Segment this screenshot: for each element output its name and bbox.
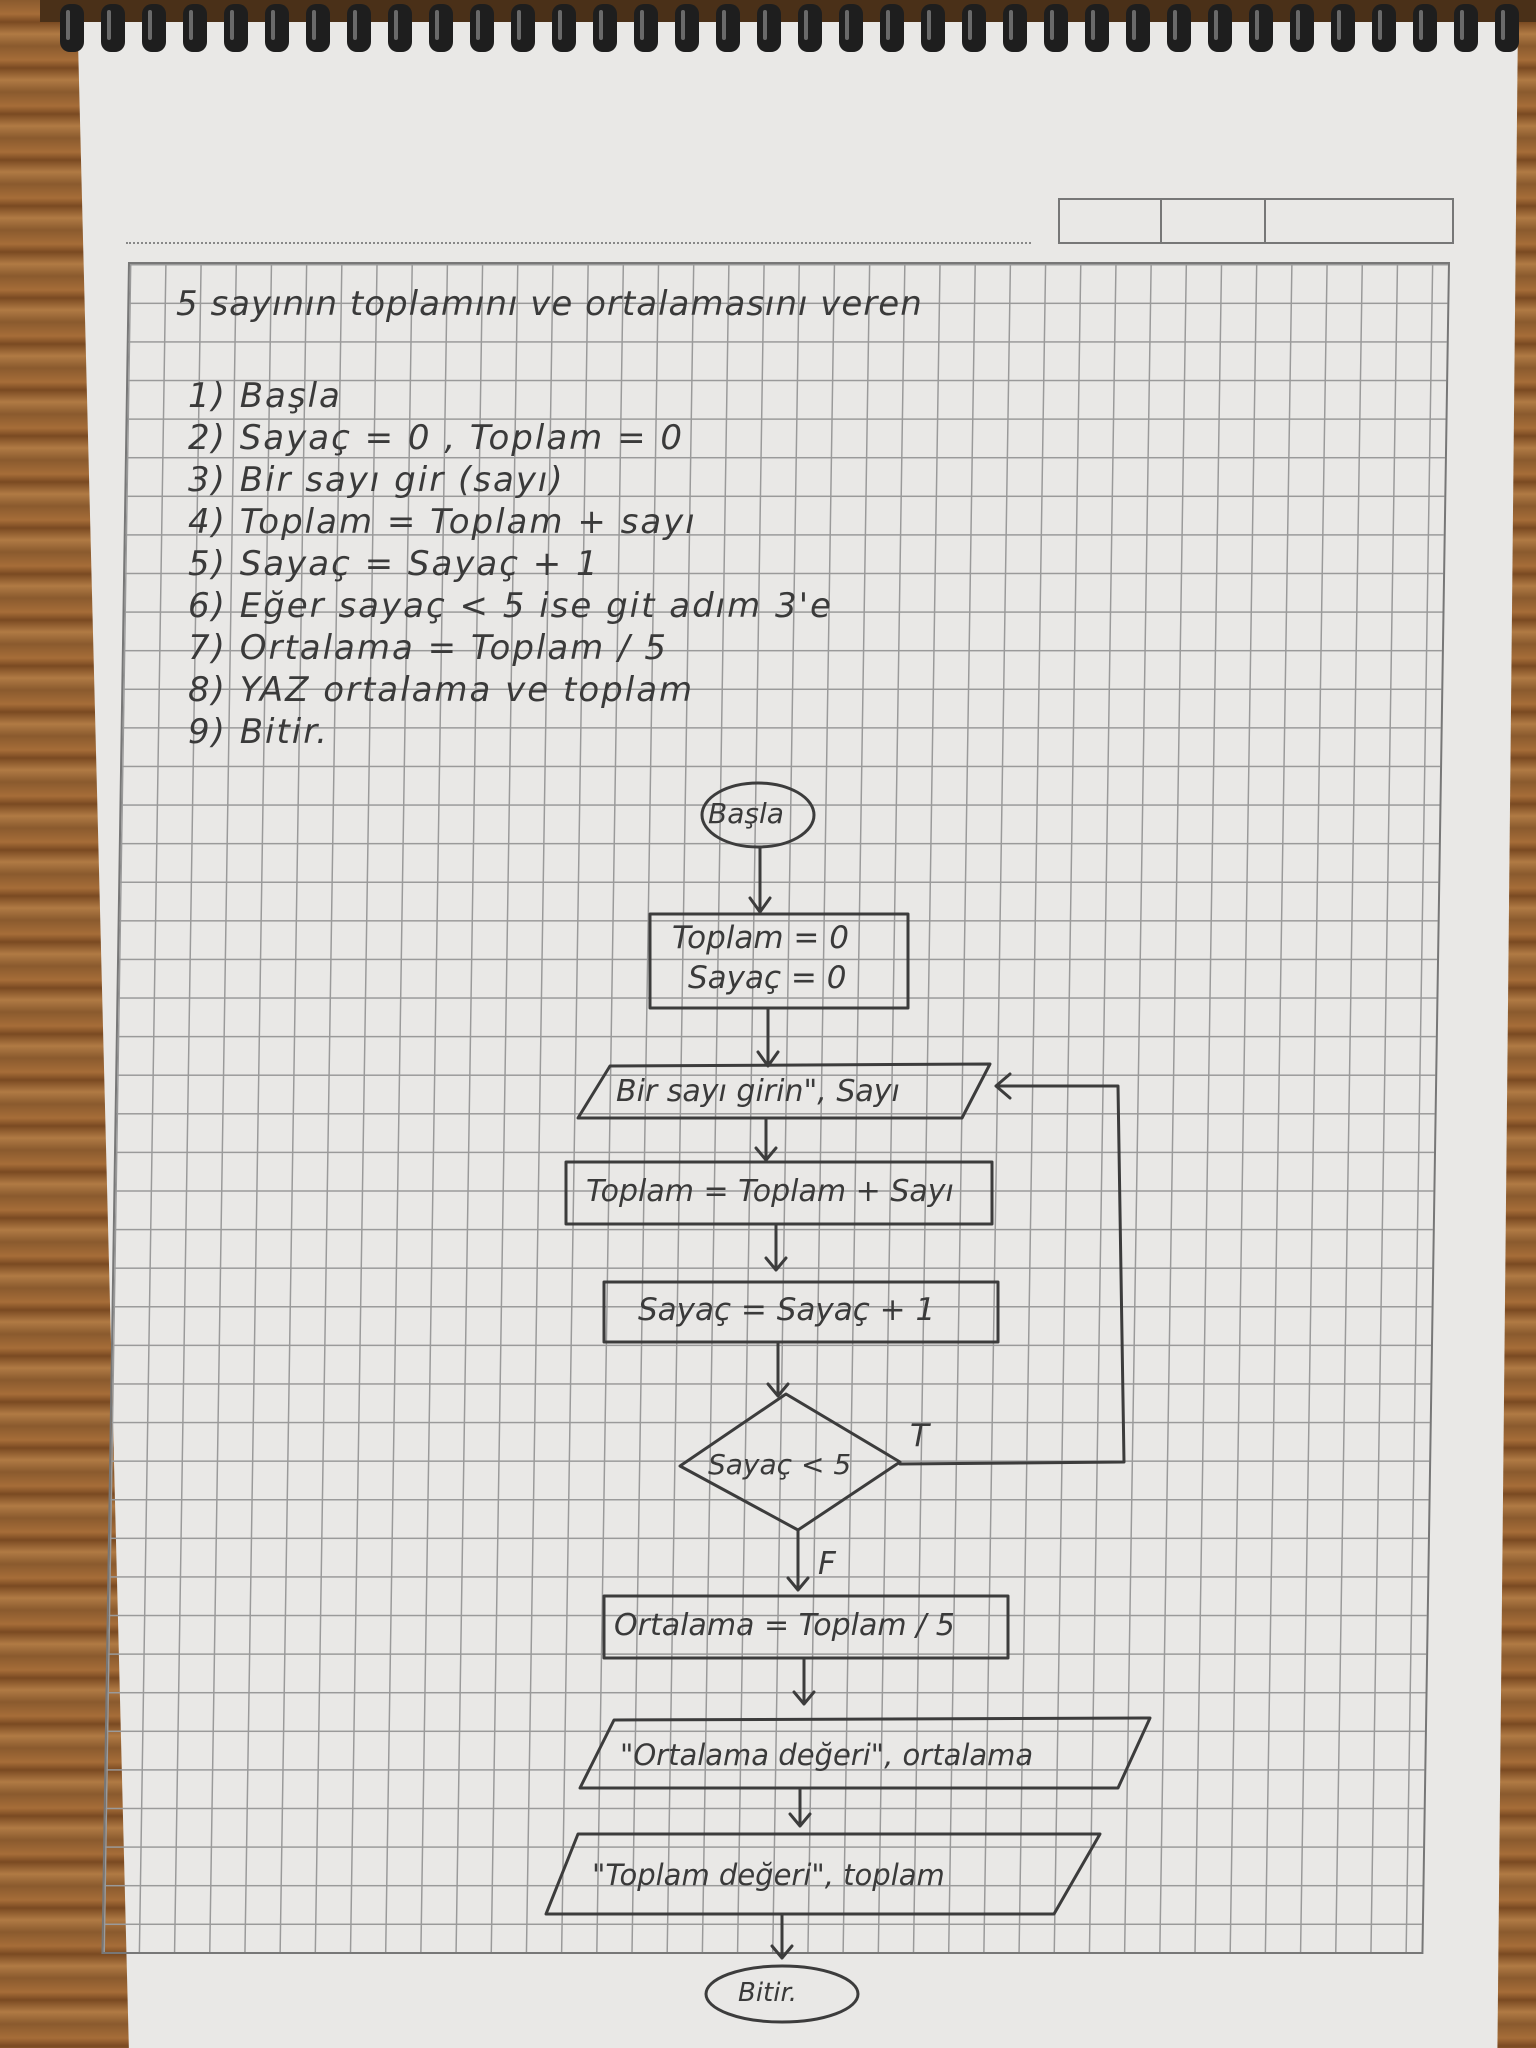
spiral-coil-highlight — [66, 10, 70, 40]
spiral-coil-highlight — [804, 10, 808, 40]
init-process-box — [648, 912, 910, 1010]
step-7: 7) Ortalama = Toplam / 5 — [188, 628, 669, 668]
step-9: 9) Bitir. — [188, 712, 329, 752]
decision-label: Sayaç < 5 — [708, 1448, 852, 1481]
start-terminal — [700, 781, 816, 849]
spiral-coil-highlight — [148, 10, 152, 40]
init-label-2: Sayaç = 0 — [688, 960, 847, 996]
spiral-coil-highlight — [517, 10, 521, 40]
spiral-coil-highlight — [599, 10, 603, 40]
spiral-coil-highlight — [640, 10, 644, 40]
header-box-3 — [1264, 198, 1454, 244]
page-title: 5 sayının toplamını ve ortalamasını vere… — [176, 284, 923, 324]
spiral-coil-highlight — [271, 10, 275, 40]
counter-process-box — [602, 1280, 1000, 1344]
counter-label: Sayaç = Sayaç + 1 — [638, 1292, 936, 1328]
loop-back-arrow — [898, 1072, 1126, 1466]
average-process-box — [602, 1594, 1010, 1660]
spiral-coil-highlight — [394, 10, 398, 40]
spiral-coil-highlight — [886, 10, 890, 40]
arrow-average-output1 — [792, 1656, 816, 1706]
spiral-coil-highlight — [435, 10, 439, 40]
spiral-coil-highlight — [1501, 10, 1505, 40]
input-parallelogram — [576, 1062, 992, 1120]
spiral-coil-highlight — [1214, 10, 1218, 40]
spiral-coil-highlight — [722, 10, 726, 40]
output1-label: "Ortalama değeri", ortalama — [620, 1738, 1034, 1772]
spiral-coil-highlight — [107, 10, 111, 40]
step-4: 4) Toplam = Toplam + sayı — [188, 502, 697, 542]
sum-process-box — [564, 1160, 994, 1226]
spiral-coil-highlight — [1009, 10, 1013, 40]
spiral-coil-highlight — [1091, 10, 1095, 40]
sum-label: Toplam = Toplam + Sayı — [586, 1174, 954, 1209]
spiral-coil-highlight — [1337, 10, 1341, 40]
true-label: T — [910, 1418, 929, 1454]
spiral-coil-highlight — [845, 10, 849, 40]
step-3: 3) Bir sayı gir (sayı) — [188, 460, 565, 500]
output2-parallelogram — [544, 1832, 1102, 1916]
spiral-coil-highlight — [558, 10, 562, 40]
spiral-coil-highlight — [1296, 10, 1300, 40]
arrow-sum-counter — [764, 1222, 788, 1272]
spiral-coil-highlight — [476, 10, 480, 40]
spiral-coil-highlight — [1419, 10, 1423, 40]
arrow-output2-end — [770, 1912, 794, 1960]
spiral-coil-highlight — [1460, 10, 1464, 40]
end-terminal — [704, 1964, 860, 2024]
spiral-coil-highlight — [763, 10, 767, 40]
spiral-coil-highlight — [1050, 10, 1054, 40]
spiral-coil-highlight — [312, 10, 316, 40]
header-dotted-line — [126, 242, 1031, 244]
arrow-counter-decision — [766, 1340, 790, 1398]
step-1: 1) Başla — [188, 376, 342, 416]
output1-parallelogram — [578, 1716, 1152, 1790]
init-label-1: Toplam = 0 — [672, 920, 849, 956]
spiral-coil-highlight — [189, 10, 193, 40]
output2-label: "Toplam değeri", toplam — [592, 1858, 945, 1892]
step-6: 6) Eğer sayaç < 5 ise git adım 3'e — [188, 586, 833, 626]
step-2: 2) Sayaç = 0 , Toplam = 0 — [188, 418, 685, 458]
spiral-binding — [40, 0, 1536, 52]
spiral-coil-highlight — [968, 10, 972, 40]
average-label: Ortalama = Toplam / 5 — [614, 1608, 955, 1643]
arrow-input-sum — [754, 1116, 778, 1162]
spiral-coil-highlight — [1378, 10, 1382, 40]
spiral-coil-highlight — [927, 10, 931, 40]
end-label: Bitir. — [738, 1978, 798, 2008]
start-label: Başla — [708, 797, 784, 830]
false-label: F — [818, 1546, 836, 1582]
arrow-decision-average — [786, 1528, 810, 1592]
arrow-start-init — [748, 845, 772, 914]
spiral-coil-highlight — [681, 10, 685, 40]
spiral-coil-highlight — [230, 10, 234, 40]
step-5: 5) Sayaç = Sayaç + 1 — [188, 544, 600, 584]
spiral-coil-highlight — [1132, 10, 1136, 40]
arrow-output1-output2 — [788, 1786, 812, 1828]
arrow-init-input — [756, 1006, 780, 1068]
step-8: 8) YAZ ortalama ve toplam — [188, 670, 695, 710]
input-label: Bir sayı girin", Sayı — [616, 1074, 900, 1109]
spiral-coil-highlight — [1255, 10, 1259, 40]
spiral-coil-highlight — [1173, 10, 1177, 40]
spiral-coil-highlight — [353, 10, 357, 40]
